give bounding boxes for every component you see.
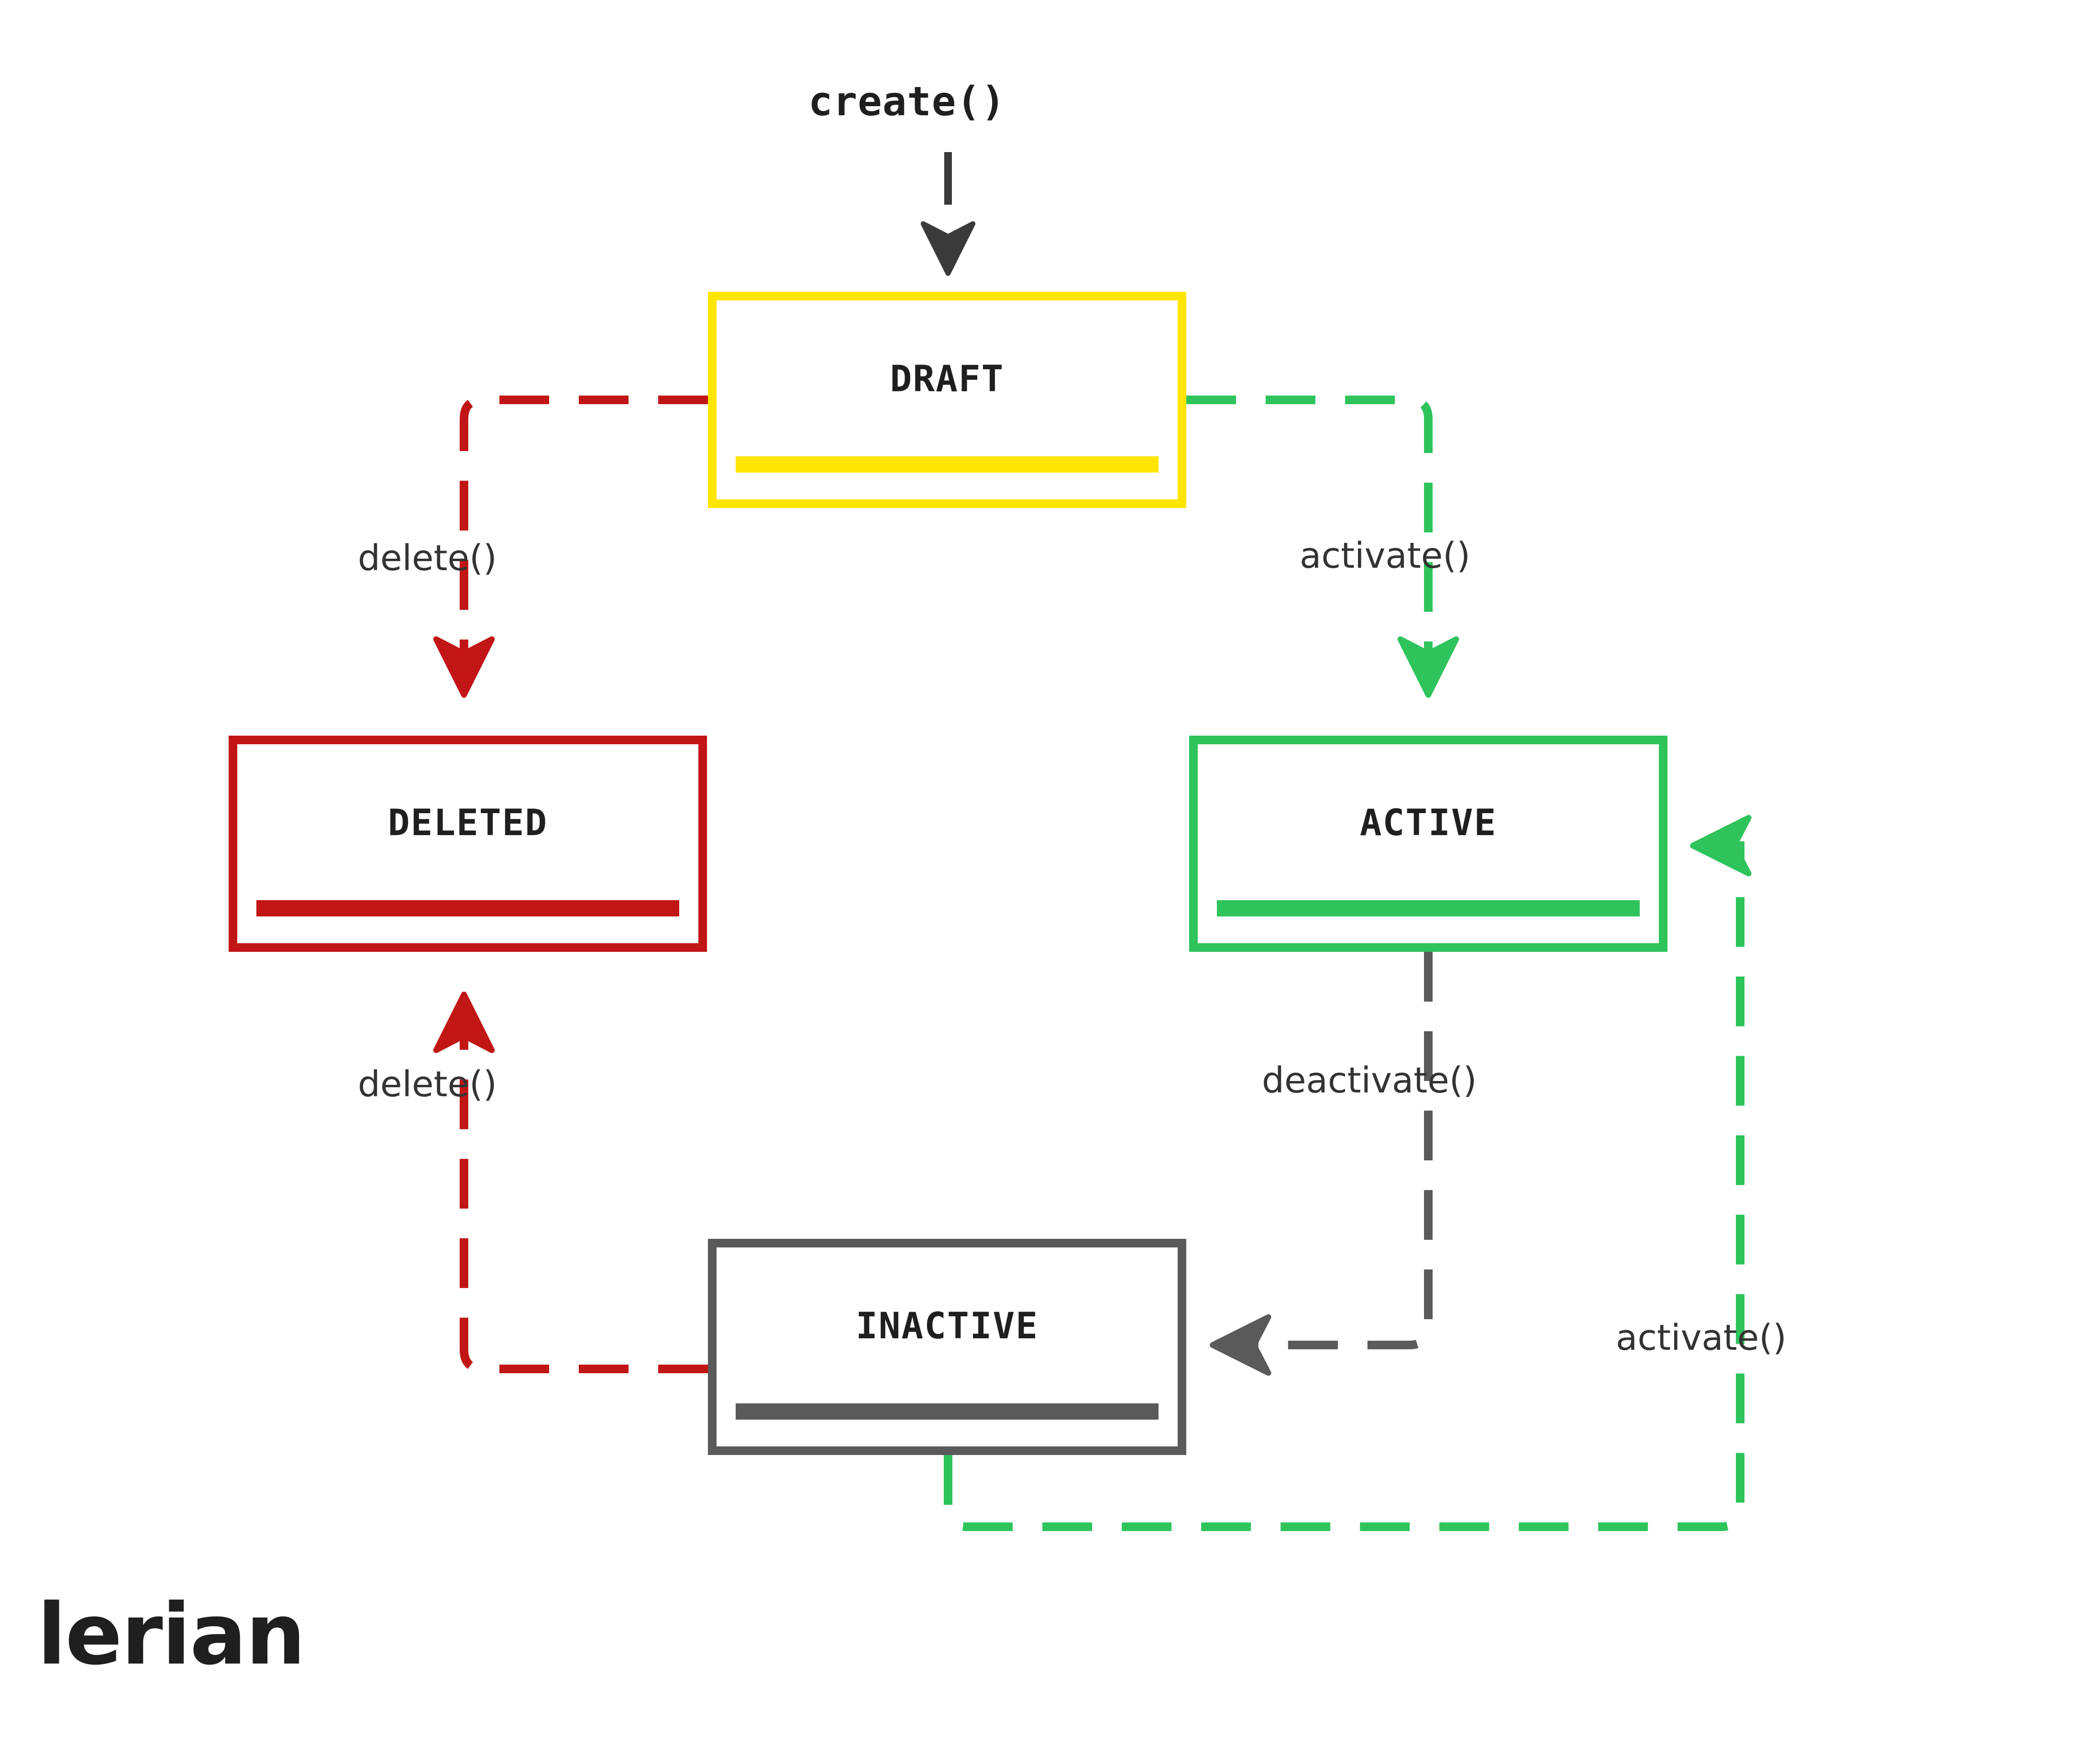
state-node-active[interactable]: ACTIVE	[1189, 736, 1667, 952]
edge-delete-draft	[433, 396, 708, 698]
state-label-active: ACTIVE	[1359, 801, 1497, 844]
state-label-inactive: INACTIVE	[855, 1304, 1039, 1347]
transition-label-create: create()	[808, 78, 1006, 125]
state-label-deleted: DELETED	[387, 801, 548, 844]
edge-delete-inactive	[433, 992, 708, 1373]
state-node-deleted[interactable]: DELETED	[229, 736, 707, 952]
edge-activate-inactive	[944, 815, 1752, 1531]
transition-label-activate-draft: activate()	[1300, 535, 1471, 576]
state-label-draft: DRAFT	[890, 357, 1004, 400]
state-accent-bar-draft	[736, 456, 1159, 473]
state-accent-bar-deleted	[256, 900, 679, 916]
edge-activate-draft	[1186, 396, 1459, 698]
transition-label-delete-draft: delete()	[358, 538, 497, 579]
lerian-logo: lerian	[37, 1586, 306, 1684]
edge-deactivate	[1210, 952, 1433, 1376]
transition-label-deactivate: deactivate()	[1262, 1060, 1477, 1101]
state-accent-bar-active	[1217, 900, 1640, 916]
transition-label-activate-inactive: activate()	[1616, 1317, 1787, 1358]
state-node-draft[interactable]: DRAFT	[708, 292, 1186, 508]
state-accent-bar-inactive	[736, 1403, 1159, 1420]
state-node-inactive[interactable]: INACTIVE	[708, 1239, 1186, 1455]
transition-label-delete-inactive: delete()	[358, 1064, 497, 1105]
